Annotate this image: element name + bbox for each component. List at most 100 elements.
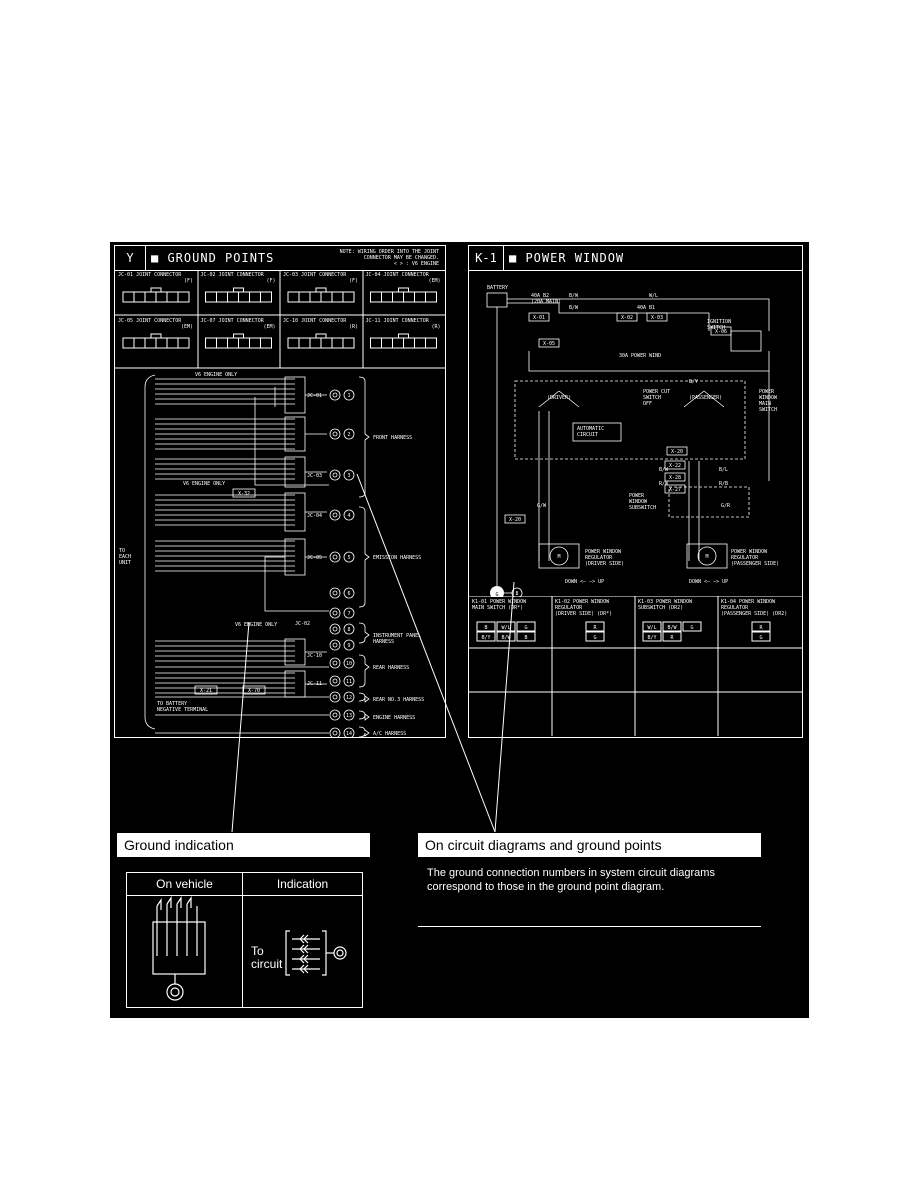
v6-only-label: V6 ENGINE ONLY [183,481,225,487]
connector-pin-label: G [524,625,527,631]
ground-number: 8 [515,591,518,597]
wire-color-label: B/Y [689,379,698,385]
ground-point-circle [329,469,341,481]
jc-tag: JC-05 [307,555,322,561]
connector-tag-box [664,484,686,494]
connector-pin [662,621,682,632]
ground-point-circle [329,623,341,635]
section-title: ■ GROUND POINTS [151,251,275,265]
ground-number-marker [343,639,355,651]
wire-color-label: B/W [569,293,579,299]
ground-indication-table: On vehicle Indication [126,872,363,1008]
jc-label: JC-02 JOINT CONNECTOR [201,272,265,278]
jc-label: JC-11 JOINT CONNECTOR [366,318,430,324]
connector-pin-label: W/L [647,625,656,631]
connector-pin [662,631,682,642]
jc-label: JC-05 JOINT CONNECTOR [118,318,182,324]
jc-suffix: (F) [184,278,193,284]
jc-connector-shape [370,287,437,303]
v6-only-label: V6 ENGINE ONLY [235,622,277,628]
jc-suffix: (EM) [263,324,275,330]
connector-pin-label: R [670,635,674,641]
connector-pin-label: B/W [667,625,677,631]
ground-number: 11 [346,679,352,685]
connector-tag: X-27 [669,487,681,493]
connector-tag: X-03 [651,315,663,321]
jc-tag: JC-04 [307,513,322,519]
jc-connector-shape [122,287,190,303]
harness-brace [358,622,370,644]
jc-tag: JC-02 [295,621,310,627]
ground-number: 10 [346,661,352,667]
power-window-header: K-1 ■ POWER WINDOW [469,246,802,271]
harness-brace [358,376,370,498]
ground-indication-callout: Ground indication On vehicle Indication [116,832,371,1017]
jc-tag: JC-11 [307,681,322,687]
passenger-motor [686,543,728,569]
ground-point-circle [329,691,341,703]
diagram-frame: Y ■ GROUND POINTS NOTE: WIRING ORDER INT… [110,242,809,1018]
ground-number: 6 [347,591,350,597]
connector-tag: X-22 [669,463,681,469]
jc-label: JC-07 JOINT CONNECTOR [201,318,265,324]
wire-color-label: R/B [719,481,728,487]
main-fuse-label: 40A B2(20A MAIN) [531,293,561,305]
jc-tag: JC-10 [307,653,322,659]
ground-wiring-diagram: 1234567891011121314JC-01JC-03JC-04JC-05J… [119,372,424,737]
harness-label: EMISSION HARNESS [373,555,421,561]
circuit-diagram-callout: On circuit diagrams and ground points Th… [417,832,762,928]
ground-number: 8 [347,627,350,633]
connector-pin [682,621,702,632]
connector-pin-label: B [484,625,487,631]
ground-point-circle [329,657,341,669]
indication-header: Indication [243,873,362,896]
connector-tag: X-20 [509,517,521,523]
ground-number-marker [343,727,355,737]
jc-label: JC-01 JOINT CONNECTOR [118,272,182,278]
ground-number-marker [343,428,355,440]
jc-connector-shape [122,333,190,349]
ground-indication-title: Ground indication [117,833,370,858]
connector-pin [585,631,605,642]
connector-tag-box [538,338,560,348]
power-window-panel: K-1 ■ POWER WINDOW BATTERY 40A B2(20A MAI… [468,245,803,738]
ground-number: 5 [347,555,350,561]
wire-color-label: B/L [719,467,728,473]
connector-pin [585,621,605,632]
subswitch-box [668,486,750,518]
ground-number-marker [343,469,355,481]
jc-label: JC-10 JOINT CONNECTOR [283,318,347,324]
connector-pin-label: R [593,625,597,631]
ground-point-circle [329,727,341,737]
harness-label: ENGINE HARNESS [373,715,415,721]
jc-suffix: (EM) [181,324,193,330]
connector-pin-label: G [593,635,596,641]
connector-tag: X-32 [238,491,250,497]
jc-tag: JC-01 [307,393,322,399]
connector-tag-box [664,472,686,482]
circuit-callout-body: The ground connection numbers in system … [418,858,761,926]
connector-tag-box [710,326,732,336]
ground-points-header: Y ■ GROUND POINTS NOTE: WIRING ORDER INT… [115,246,445,271]
connector-tag-box [528,312,550,322]
ground-number-marker [343,623,355,635]
joint-connector-grid: JC-01 JOINT CONNECTOR(F) JC-02 JOINT CONN… [115,270,445,369]
jc-connector-shape [370,333,437,349]
battery-label: BATTERY [487,285,508,291]
jc-label: JC-04 JOINT CONNECTOR [366,272,430,278]
jc-connector-shape [287,333,355,349]
wire-color-label: G/R [721,503,731,509]
connector-tag: X-70 [248,688,260,694]
wire-color-label: B/W [569,305,579,311]
connector-tag: X-06 [715,329,727,335]
connector-pin [751,621,771,632]
